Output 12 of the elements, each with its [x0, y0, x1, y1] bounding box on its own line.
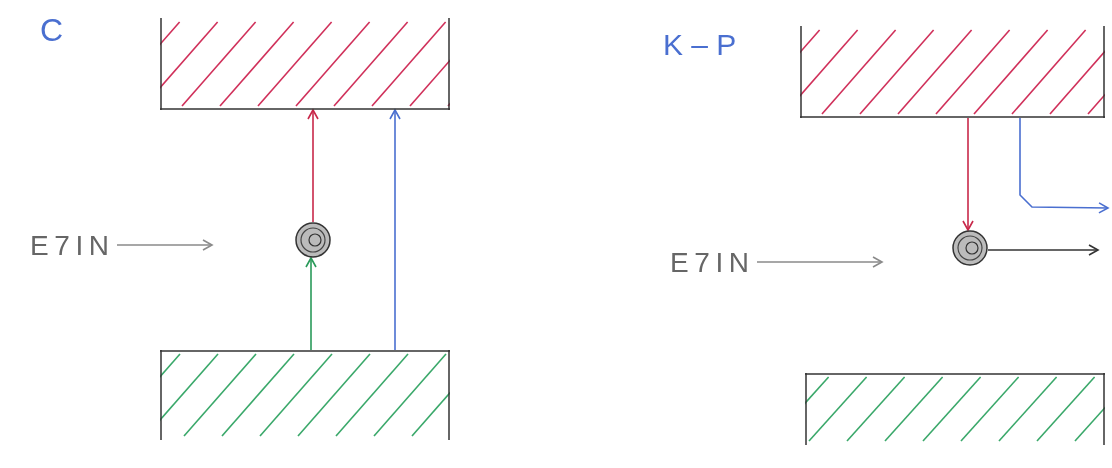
arrow — [756, 256, 883, 268]
arrow — [116, 239, 213, 251]
panel-title: K – P — [663, 27, 737, 63]
arrow — [1019, 117, 1109, 214]
panel-title: C — [40, 11, 64, 50]
arrow — [307, 109, 319, 223]
arrow — [389, 109, 401, 351]
energy-label: E7IN — [670, 246, 755, 280]
arrow — [305, 257, 317, 351]
arrow — [987, 244, 1099, 256]
energy-label: E7IN — [30, 229, 115, 263]
arrow — [962, 117, 974, 231]
